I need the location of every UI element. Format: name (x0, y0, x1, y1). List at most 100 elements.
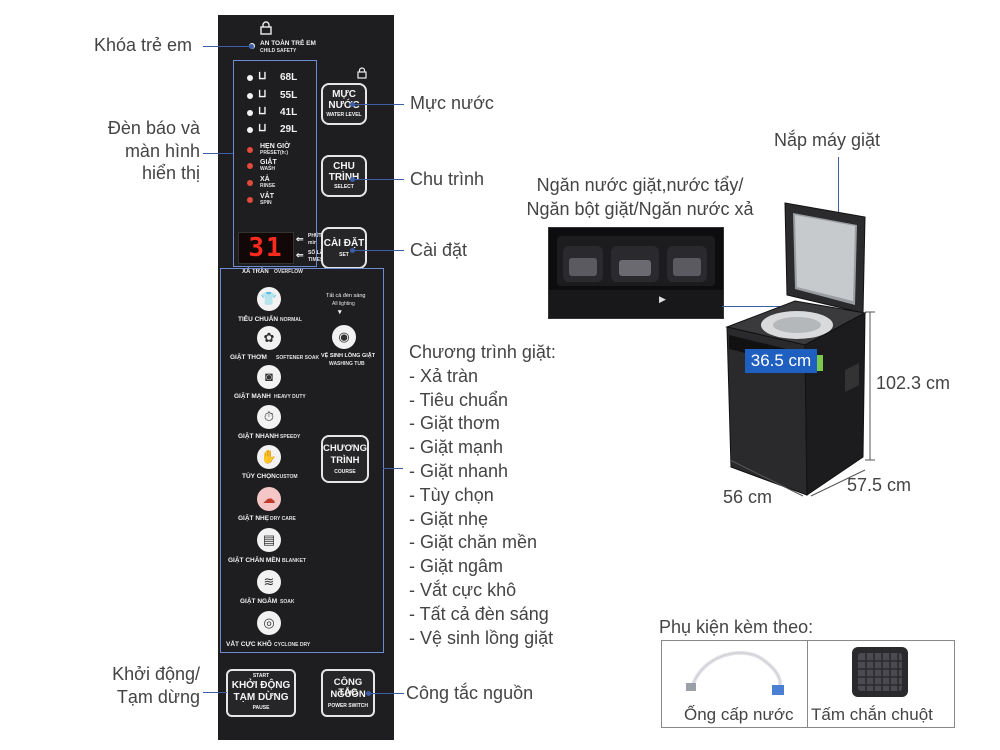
program-softener: GIẶT THƠM (230, 354, 267, 361)
settings-callout: Cài đặt (410, 240, 468, 260)
settings-button[interactable]: CÀI ĐẶT SET (321, 227, 367, 269)
heavy-duty-icon: ◙ (257, 365, 281, 389)
water-level-button-label: NƯỚC (328, 100, 360, 111)
minutes-label: PHÚT (308, 233, 322, 239)
bucket-icon: ⊔ (258, 88, 267, 100)
flower-icon: ✿ (257, 326, 281, 350)
programs-heading: Chương trình giặt: (409, 342, 556, 362)
cycle-button[interactable]: CHU TRÌNH SELECT (321, 155, 367, 197)
accessories-heading: Phụ kiện kèm theo: (659, 617, 814, 637)
power-switch-button-label: NGUỒN (330, 689, 366, 700)
water-level-led (247, 110, 253, 116)
bucket-icon: ⊔ (258, 70, 267, 82)
course-button-label-en: COURSE (334, 469, 356, 475)
dimension-lines (729, 311, 875, 497)
program-item: - Giặt chăn mền (409, 532, 538, 553)
program-soak-en: SOAK (280, 599, 295, 605)
spin-label-en: SPIN (260, 200, 272, 206)
child-lock-dot (249, 44, 254, 49)
accessories-divider (807, 641, 808, 727)
program-item: - Xả tràn (409, 365, 479, 386)
power-callout: Công tắc nguồn (406, 683, 534, 703)
program-item: - Giặt nhẹ (409, 508, 489, 529)
water-level-button-label: MỰC (332, 89, 356, 100)
opening-width-badge: 36.5 cm (745, 349, 817, 373)
depth-dimension: 57.5 cm (847, 475, 912, 495)
detergent-drawer-photo: ▶ (548, 227, 724, 319)
control-panel: AN TOÀN TRẺ EM CHILD SAFETY ⊔ 68L ⊔ 55L … (218, 15, 394, 740)
power-dot (366, 691, 371, 696)
start-callout-line2: Tạm dừng (116, 686, 200, 707)
program-item: - Giặt thơm (409, 413, 500, 434)
drawer-callout-line2: Ngăn bột giặt/Ngăn nước xả (526, 198, 754, 219)
dry-care-icon: ☁ (257, 487, 281, 511)
lock-icon (260, 21, 272, 35)
start-pause-button[interactable]: START KHỞI ĐỘNG TẠM DỪNG PAUSE (226, 669, 296, 717)
program-blanket-en: BLANKET (282, 558, 306, 564)
child-lock-label: AN TOÀN TRẺ EM (260, 40, 316, 47)
cycle-button-label-en: SELECT (334, 184, 354, 190)
course-button[interactable]: CHƯƠNG TRÌNH COURSE (321, 435, 369, 483)
opening-width-value: 36.5 cm (750, 351, 812, 370)
seven-segment-display: 31 (238, 232, 294, 264)
washing-tub-icon: ◉ (332, 325, 356, 349)
rodent-guard-icon (852, 647, 908, 697)
height-dimension: 102.3 cm (876, 373, 951, 393)
wash-led (247, 163, 253, 169)
program-item: - Giặt nhanh (409, 460, 509, 481)
water-level-29: 29L (280, 124, 298, 135)
times-label: SỐ LẦN (308, 250, 327, 256)
child-lock-line (203, 46, 251, 47)
drawer-callout: Ngăn nước giặt,nước tẩy/ Ngăn bột giặt/N… (505, 175, 775, 220)
display-value: 31 (248, 233, 284, 263)
timer-led (247, 147, 253, 153)
blanket-icon: ▤ (257, 528, 281, 552)
settings-line (352, 250, 404, 251)
overflow-label: XẢ TRÀN (242, 269, 269, 275)
water-level-41: 41L (280, 107, 298, 118)
program-blanket: GIẶT CHĂN MỀN (228, 557, 281, 564)
soak-icon: ≋ (257, 570, 281, 594)
indicator-arrow-icon: ⇐ (296, 250, 304, 260)
cyclone-icon: ◎ (257, 611, 281, 635)
child-lock-label-en: CHILD SAFETY (260, 48, 297, 54)
water-level-button-label-en: WATER LEVEL (326, 112, 362, 118)
program-item: - Tất cả đèn sáng (409, 603, 549, 624)
power-line (368, 693, 404, 694)
program-item: - Giặt ngâm (409, 556, 504, 577)
program-tub-clean: VỆ SINH LỒNG GIẶT (321, 353, 376, 359)
program-item: - Giặt mạnh (409, 437, 504, 458)
bucket-icon: ⊔ (258, 105, 267, 117)
program-item: - Vắt cực khô (409, 579, 517, 600)
cycle-callout: Chu trình (410, 169, 485, 189)
program-cyclone: VẮT CỰC KHÔ (226, 641, 272, 648)
display-callout-line2: màn hình (124, 140, 200, 161)
settings-button-label-en: SET (339, 252, 349, 258)
arrow-right-icon: ▶ (659, 294, 666, 304)
program-dry-care: GIẶT NHẸ (238, 515, 270, 522)
times-label-en: TIMES (308, 257, 324, 263)
programs-line (383, 468, 403, 469)
timer-label: HẸN GIỜ (260, 143, 291, 150)
program-normal-en: NORMAL (280, 317, 302, 323)
indicator-arrow-icon: ⇐ (296, 234, 304, 244)
program-heavy: GIẶT MẠNH (234, 393, 271, 400)
water-level-68: 68L (280, 72, 298, 83)
programs-callout-frame (220, 268, 384, 653)
power-switch-button-label: CÔNG TẮC (333, 677, 363, 698)
start-line (203, 692, 227, 693)
water-hose-icon (686, 650, 784, 695)
rinse-label-en: RINSE (260, 183, 276, 189)
hand-icon: ✋ (257, 445, 281, 469)
wash-label: GIẶT (260, 159, 277, 166)
settings-button-label: CÀI ĐẶT (323, 238, 365, 249)
chevron-down-icon: ▾ (338, 309, 342, 316)
timer-label-en: PRESET(h:) (260, 150, 289, 156)
all-lighting-label: Tất cả đèn sáng (326, 293, 366, 299)
start-callout-line1: Khởi động/ (112, 664, 200, 684)
water-level-dot (350, 102, 355, 107)
start-pause-button-label-en: PAUSE (252, 705, 270, 711)
water-level-line (352, 104, 404, 105)
cycle-dot (350, 177, 355, 182)
water-level-led (247, 127, 253, 133)
